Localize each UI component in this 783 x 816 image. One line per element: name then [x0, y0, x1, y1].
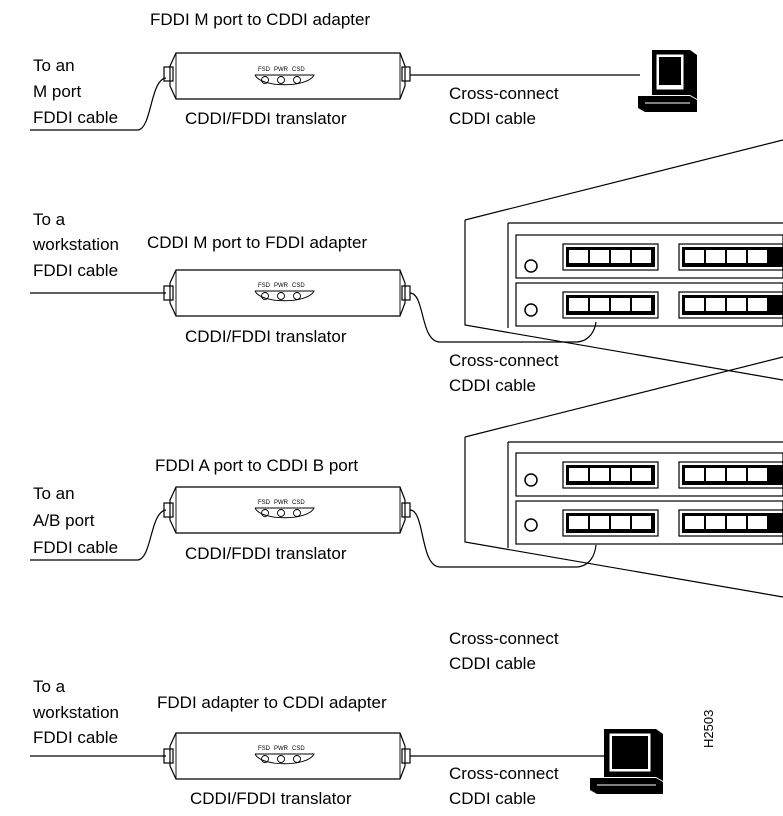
port-block-lower-right: [678, 291, 783, 319]
concentrator-chassis: [464, 139, 783, 381]
cable-label-line-1: Cross-connect: [449, 629, 559, 648]
screw-icon: [524, 303, 538, 317]
left-label-line-2: workstation: [32, 235, 119, 254]
screw-icon: [524, 473, 538, 487]
left-label-line-2: workstation: [32, 703, 119, 722]
translator: FSD PWR CSD: [163, 732, 411, 780]
led-label-csd: CSD: [292, 283, 305, 289]
left-label-line-1: To an: [33, 484, 75, 503]
led-label-pwr: PWR: [274, 283, 289, 289]
led-label-csd: CSD: [292, 746, 305, 752]
led-label-fsd: FSD: [258, 746, 271, 752]
cddi-cable: [409, 509, 597, 568]
led-label-fsd: FSD: [258, 500, 271, 506]
led-label-fsd: FSD: [258, 67, 271, 73]
left-label-line-2: A/B port: [33, 511, 95, 530]
led-label-pwr: PWR: [274, 746, 289, 752]
panel-title: FDDI A port to CDDI B port: [155, 456, 358, 475]
translator-label: CDDI/FDDI translator: [185, 544, 347, 563]
left-label-line-3: FDDI cable: [33, 261, 118, 280]
left-label-line-1: To a: [33, 210, 66, 229]
led-label-fsd: FSD: [258, 283, 271, 289]
cable-label-line-2: CDDI cable: [449, 654, 536, 673]
port-block-lower-left: [562, 291, 659, 319]
left-label-line-1: To an: [33, 56, 75, 75]
cable-label-line-1: Cross-connect: [449, 764, 559, 783]
panel-title: CDDI M port to FDDI adapter: [147, 233, 367, 252]
led-label-pwr: PWR: [274, 500, 289, 506]
left-label-line-3: FDDI cable: [33, 728, 118, 747]
led-label-csd: CSD: [292, 67, 305, 73]
left-label-line-2: M port: [33, 82, 81, 101]
led-label-csd: CSD: [292, 500, 305, 506]
panel-4: FDDI adapter to CDDI adapter To a workst…: [30, 677, 663, 808]
port-block-upper-right: [678, 243, 783, 271]
translator: FSD PWR CSD: [163, 52, 411, 100]
screw-icon: [524, 259, 538, 273]
port-block-lower-right: [678, 509, 783, 537]
figure-code: H2503: [701, 710, 716, 748]
concentrator-chassis: [464, 356, 783, 598]
panel-title: FDDI M port to CDDI adapter: [150, 10, 370, 29]
left-label-line-1: To a: [33, 677, 66, 696]
panel-3: FDDI A port to CDDI B port To an A/B por…: [30, 356, 783, 673]
cable-label-line-1: Cross-connect: [449, 351, 559, 370]
workstation-icon: [638, 50, 697, 112]
port-block-upper-right: [678, 461, 783, 489]
fddi-cable: [30, 77, 167, 131]
port-block-upper-left: [562, 461, 659, 489]
translator-label: CDDI/FDDI translator: [185, 327, 347, 346]
fddi-cable: [30, 509, 167, 561]
left-label-line-3: FDDI cable: [33, 108, 118, 127]
port-block-upper-left: [562, 243, 659, 271]
translator: FSD PWR CSD: [163, 486, 411, 534]
cable-label-line-2: CDDI cable: [449, 376, 536, 395]
workstation-icon: [590, 729, 663, 794]
screw-icon: [524, 518, 538, 532]
cable-label-line-2: CDDI cable: [449, 109, 536, 128]
panel-1: FDDI M port to CDDI adapter To an M port…: [30, 10, 697, 131]
led-label-pwr: PWR: [274, 67, 289, 73]
port-block-lower-left: [562, 509, 659, 537]
translator-label: CDDI/FDDI translator: [190, 789, 352, 808]
translator: FSD PWR CSD: [163, 269, 411, 317]
left-label-line-3: FDDI cable: [33, 538, 118, 557]
panel-title: FDDI adapter to CDDI adapter: [157, 693, 387, 712]
cable-label-line-2: CDDI cable: [449, 789, 536, 808]
translator-label: CDDI/FDDI translator: [185, 109, 347, 128]
cable-label-line-1: Cross-connect: [449, 84, 559, 103]
panel-2: CDDI M port to FDDI adapter To a worksta…: [30, 139, 783, 395]
cddi-cable: [409, 292, 597, 343]
